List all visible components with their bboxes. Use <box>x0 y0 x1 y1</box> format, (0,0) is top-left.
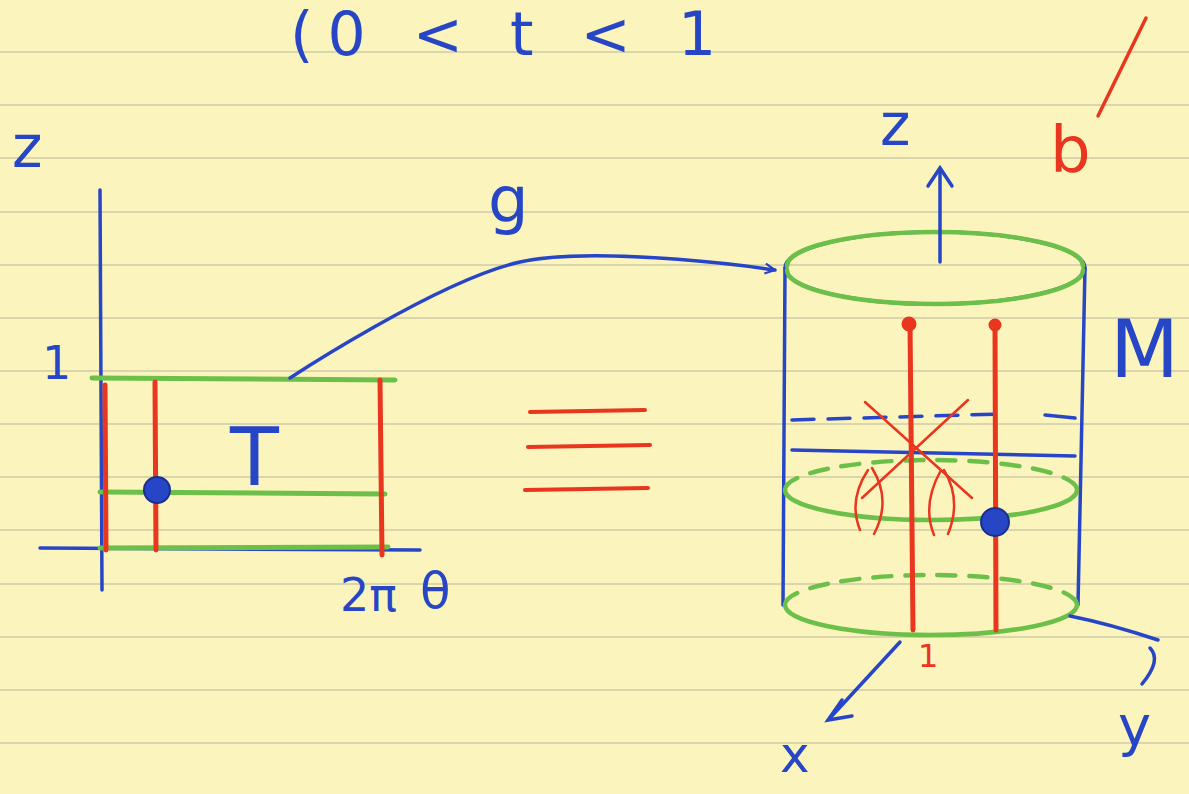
cylinder <box>783 232 1085 605</box>
axis-label: θ <box>420 566 451 616</box>
tick-label: 1 <box>42 340 71 386</box>
equivalence-sign <box>525 410 650 490</box>
point-dot <box>981 508 1009 536</box>
mapping-arrow <box>290 256 775 378</box>
set-name: T <box>230 418 279 498</box>
point-label: 1 <box>918 640 938 672</box>
red-pointer-arrow <box>1098 18 1146 116</box>
axis-label: x <box>780 730 810 780</box>
tick-label: 2π <box>340 572 397 618</box>
red-cross-mark <box>856 400 973 535</box>
axis-label: y <box>1118 698 1151 754</box>
cylinder-region: M <box>775 200 1105 640</box>
axis-label: z <box>12 118 42 176</box>
x-y-axes <box>828 616 1158 720</box>
theta-z-axes <box>40 190 420 590</box>
green-level-lines <box>92 378 395 548</box>
note-mark: b <box>1050 118 1091 182</box>
map-name: g <box>488 168 529 232</box>
red-vertical-lines <box>105 380 382 555</box>
z-axis-arrow <box>928 168 952 262</box>
axis-label: z <box>880 96 910 154</box>
parameter-range: (0 < t < 1 <box>290 4 730 64</box>
cylinder-green-circles <box>785 232 1083 635</box>
domain-rectangle: T <box>105 378 385 550</box>
cylinder-red-lines <box>904 319 999 630</box>
point-dot <box>144 477 170 503</box>
set-name: M <box>1110 310 1179 390</box>
